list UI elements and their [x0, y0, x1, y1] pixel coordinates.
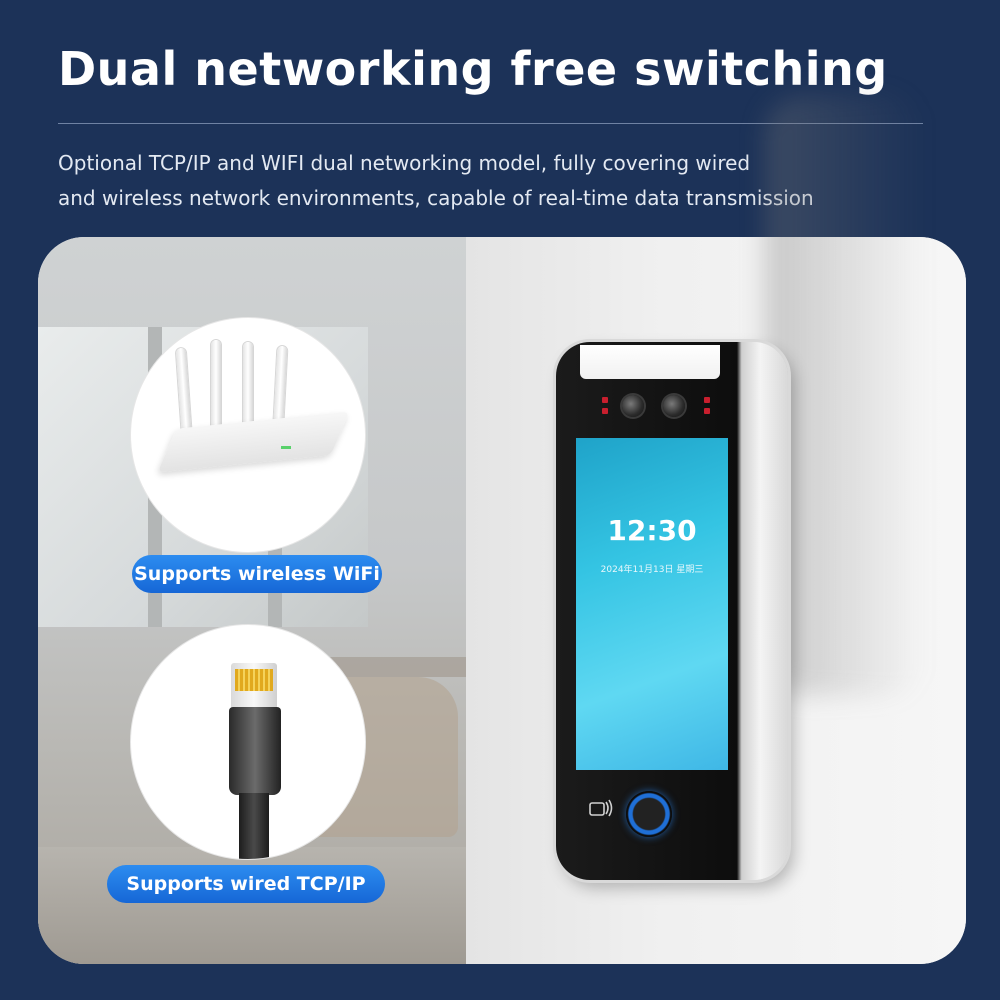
- subtitle-line-2: and wireless network environments, capab…: [58, 186, 814, 210]
- ir-led: [602, 408, 608, 414]
- device-screen: 12:30 2024年11月13日 星期三: [576, 438, 728, 770]
- page-subtitle: Optional TCP/IP and WIFI dual networking…: [58, 146, 958, 216]
- ethernet-feature-badge: Supports wired TCP/IP: [107, 865, 385, 903]
- screen-date: 2024年11月13日 星期三: [600, 565, 704, 575]
- antenna-icon: [243, 342, 253, 436]
- router-led: [281, 446, 291, 449]
- ir-led: [704, 408, 710, 414]
- screen-time: 12:30: [607, 514, 697, 547]
- fingerprint-icon: [626, 791, 672, 837]
- rj45-pins: [235, 669, 273, 691]
- subtitle-line-1: Optional TCP/IP and WIFI dual networking…: [58, 151, 751, 175]
- ir-led: [602, 397, 608, 403]
- rj45-boot: [229, 707, 281, 795]
- wifi-router-icon: [131, 318, 365, 552]
- page-title: Dual networking free switching: [58, 42, 888, 96]
- card-reader-icon: [589, 799, 613, 817]
- device-shadow: [765, 95, 925, 695]
- camera-icon: [622, 395, 644, 417]
- wifi-feature-badge: Supports wireless WiFi: [132, 555, 382, 593]
- title-divider: [58, 123, 923, 124]
- product-scene: Supports wireless WiFi Supports wired TC…: [38, 237, 966, 964]
- antenna-icon: [211, 340, 221, 434]
- camera-icon: [663, 395, 685, 417]
- ethernet-cable-icon: [131, 625, 365, 859]
- cable: [239, 793, 269, 859]
- fill-light-bar: [580, 345, 720, 379]
- ir-led: [704, 397, 710, 403]
